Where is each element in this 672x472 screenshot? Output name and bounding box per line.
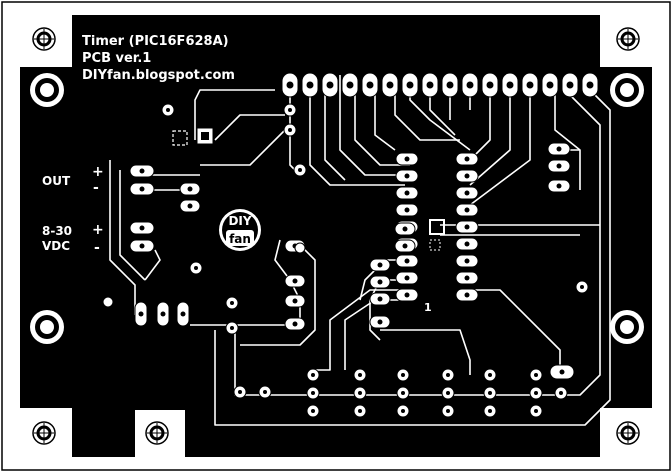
diyfan-logo <box>219 209 261 251</box>
title-line-2: PCB ver.1 <box>82 51 151 66</box>
crosshair-hole-icon <box>145 421 169 445</box>
title-line-3: DIYfan.blogspot.com <box>82 68 235 83</box>
supply-minus: - <box>94 240 100 256</box>
logo-bottom-text: fan <box>229 232 251 246</box>
square-pad <box>172 130 188 146</box>
title-line-1: Timer (PIC16F628A) <box>82 34 229 49</box>
crosshair-hole-icon <box>616 421 640 445</box>
square-pad <box>429 219 445 235</box>
out-minus: - <box>93 180 99 196</box>
mounting-hole-icon <box>610 73 644 107</box>
supply-label-line-2: VDC <box>42 239 70 253</box>
supply-label-line-1: 8-30 <box>42 224 72 238</box>
logo-top-text: DIY <box>228 214 251 228</box>
mounting-hole-icon <box>30 73 64 107</box>
crosshair-hole-icon <box>616 27 640 51</box>
trace-outlines <box>109 75 611 426</box>
mounting-hole-icon <box>610 310 644 344</box>
supply-plus: + <box>92 222 104 238</box>
out-plus: + <box>92 164 104 180</box>
square-pad <box>429 239 441 251</box>
via-holes <box>166 108 584 413</box>
crosshair-hole-icon <box>32 421 56 445</box>
header-connector <box>281 72 599 98</box>
connector-drill-holes <box>286 81 594 89</box>
crosshair-hole-icon <box>32 27 56 51</box>
square-pad-hole <box>201 132 209 140</box>
mounting-hole-icon <box>30 310 64 344</box>
pin1-marker: 1 <box>424 301 432 314</box>
out-label: OUT <box>42 174 71 188</box>
